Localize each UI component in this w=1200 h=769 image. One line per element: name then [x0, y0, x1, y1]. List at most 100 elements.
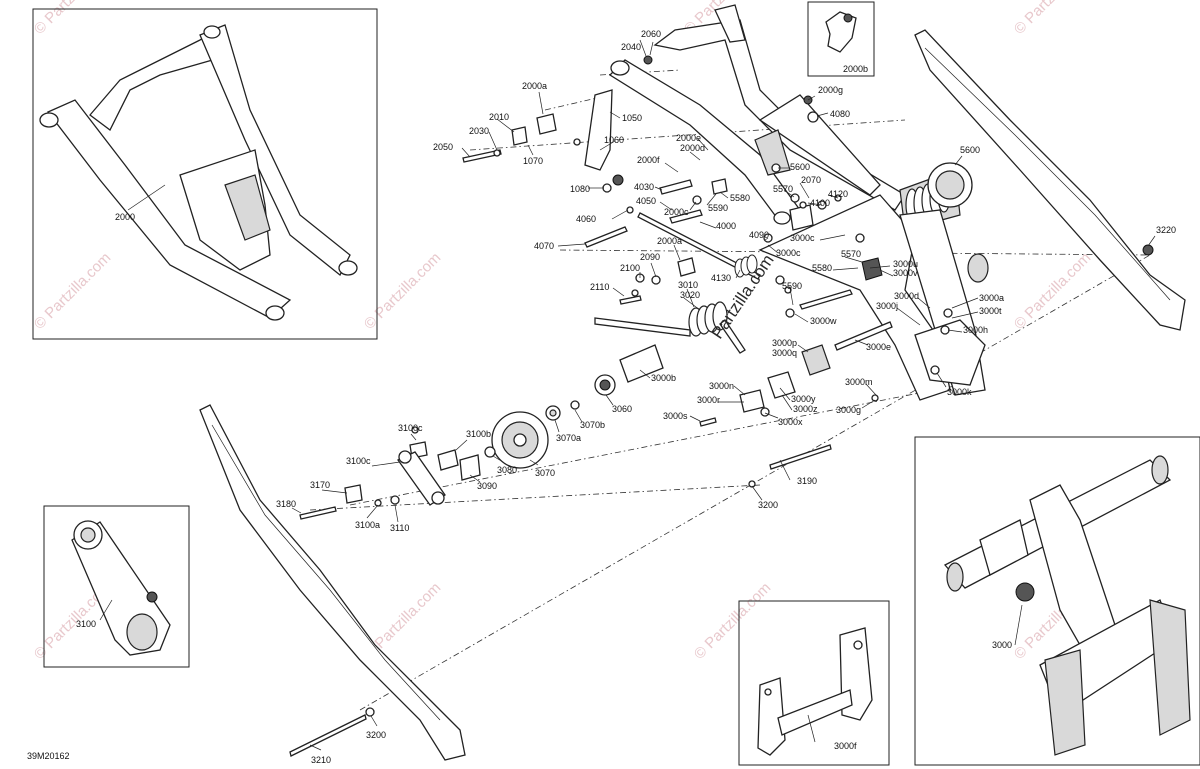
small-parts[interactable]: [289, 55, 1154, 757]
label-3070: 3070: [535, 468, 555, 478]
label-3070b: 3070b: [580, 420, 605, 430]
watermark-tile: © Partzilla.com: [361, 249, 444, 332]
label-2000a-2: 2000a: [657, 236, 682, 246]
label-3000g: 3000g: [836, 405, 861, 415]
label-1070: 1070: [523, 156, 543, 166]
label-2070: 2070: [801, 175, 821, 185]
label-2000: 2000: [115, 212, 135, 222]
label-5600-2: 5600: [960, 145, 980, 155]
label-3170: 3170: [310, 480, 330, 490]
label-2000d: 2000d: [680, 143, 705, 153]
label-3000: 3000: [992, 640, 1012, 650]
label-3000v: 3000v: [893, 268, 918, 278]
label-1050: 1050: [622, 113, 642, 123]
label-3100b: 3100b: [466, 429, 491, 439]
label-4100: 4100: [810, 198, 830, 208]
label-2000e: 2000e: [676, 133, 701, 143]
label-3100: 3100: [76, 619, 96, 629]
label-3000b: 3000b: [651, 373, 676, 383]
label-5590-2: 5590: [782, 281, 802, 291]
bracket-2000b-drawing: [825, 11, 857, 53]
inset-2000[interactable]: 2000: [32, 8, 378, 340]
label-3000w: 3000w: [810, 316, 837, 326]
label-3000q: 3000q: [772, 348, 797, 358]
label-3060: 3060: [612, 404, 632, 414]
watermark-tile: © Partzilla.com: [31, 249, 114, 332]
label-5570-2: 5570: [841, 249, 861, 259]
label-5590: 5590: [708, 203, 728, 213]
diagram-code: 39M20162: [27, 751, 70, 761]
label-3000a: 3000a: [979, 293, 1004, 303]
label-4060: 4060: [576, 214, 596, 224]
watermark-tile: © Partzilla.com: [1011, 0, 1094, 38]
label-3000e: 3000e: [866, 342, 891, 352]
label-3000t: 3000t: [979, 306, 1002, 316]
label-2030: 2030: [469, 126, 489, 136]
label-3200-2: 3200: [366, 730, 386, 740]
inset-2000b[interactable]: 2000b: [807, 1, 875, 77]
label-3000x: 3000x: [778, 417, 803, 427]
label-3000h: 3000h: [963, 325, 988, 335]
inset-3000f[interactable]: 3000f: [738, 600, 890, 766]
label-1060: 1060: [604, 135, 624, 145]
label-3110: 3110: [390, 523, 409, 533]
label-3020: 3020: [680, 290, 700, 300]
label-5580: 5580: [730, 193, 750, 203]
label-2100: 2100: [620, 263, 640, 273]
label-5600: 5600: [790, 162, 810, 172]
label-3000n: 3000n: [709, 381, 734, 391]
label-5580-2: 5580: [812, 263, 832, 273]
label-2110: 2110: [590, 282, 609, 292]
label-2000c: 2000c: [664, 207, 689, 217]
label-3000s: 3000s: [663, 411, 688, 421]
label-4090: 4090: [749, 230, 769, 240]
label-2010: 2010: [489, 112, 509, 122]
label-3180: 3180: [276, 499, 296, 509]
part-labels: 2060 2040 2000a 1050 2010 2030 2050 1070…: [276, 29, 1176, 765]
label-3210: 3210: [311, 755, 331, 765]
right-slide-rail[interactable]: [914, 29, 1186, 331]
inset-3000[interactable]: 3000: [914, 436, 1200, 766]
axle-3000-drawing: [943, 455, 1191, 756]
label-5570: 5570: [773, 184, 793, 194]
label-3090: 3090: [477, 481, 497, 491]
label-2000f: 2000f: [637, 155, 660, 165]
label-3000j: 3000j: [876, 301, 898, 311]
label-4080: 4080: [830, 109, 850, 119]
label-3070a: 3070a: [556, 433, 581, 443]
label-3010: 3010: [678, 280, 698, 290]
label-4030: 4030: [634, 182, 654, 192]
label-2000b: 2000b: [843, 64, 868, 74]
label-2060: 2060: [641, 29, 661, 39]
label-4000: 4000: [716, 221, 736, 231]
label-3100a: 3100a: [355, 520, 380, 530]
label-3100c: 3100c: [398, 423, 423, 433]
label-3200: 3200: [758, 500, 778, 510]
left-slide-rail[interactable]: [199, 404, 466, 761]
label-3000d: 3000d: [894, 291, 919, 301]
watermark-tile: © Partzilla.com: [1011, 249, 1094, 332]
label-2040: 2040: [621, 42, 641, 52]
label-3000m: 3000m: [845, 377, 873, 387]
label-3220: 3220: [1156, 225, 1176, 235]
label-2090: 2090: [640, 252, 660, 262]
main-frame[interactable]: [608, 4, 906, 225]
leader-lines: [291, 39, 1156, 751]
arm-3100-drawing: [71, 520, 171, 656]
label-4120: 4120: [828, 189, 848, 199]
label-3000z: 3000z: [793, 404, 818, 414]
label-3080: 3080: [497, 465, 517, 475]
label-3100c-2: 3100c: [346, 456, 371, 466]
watermark-tile: © Partzilla.com: [691, 579, 774, 662]
label-3000c-2: 3000c: [790, 233, 815, 243]
label-4130: 4130: [711, 273, 731, 283]
label-4070: 4070: [534, 241, 554, 251]
label-3000u: 3000u: [893, 259, 918, 269]
label-3190: 3190: [797, 476, 817, 486]
inset-3100[interactable]: 3100: [43, 505, 190, 668]
label-3000k: 3000k: [947, 387, 972, 397]
label-3000r: 3000r: [697, 395, 720, 405]
bracket-3000f-drawing: [757, 627, 873, 756]
label-1080: 1080: [570, 184, 590, 194]
